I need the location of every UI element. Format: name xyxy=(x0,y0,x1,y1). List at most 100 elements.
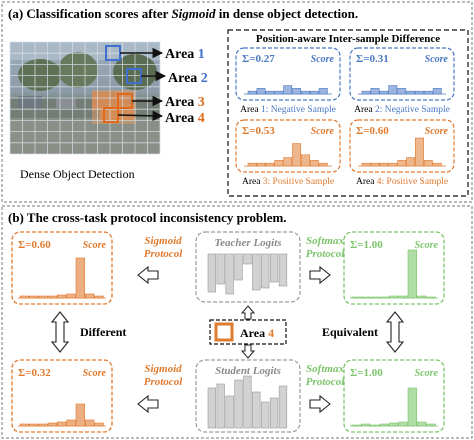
teacher-softmax-card-bar xyxy=(389,295,399,299)
teacher-sigmoid-card-sum: Σ=0.60 xyxy=(18,239,51,251)
student-logits-card-bar xyxy=(216,383,225,429)
area-2-caption: Area 2: Negative Sample xyxy=(354,105,450,115)
student-softmax-card-border xyxy=(343,359,445,433)
student-sigmoid-card-border xyxy=(11,359,113,433)
student-sigmoid-card-bar xyxy=(19,423,30,427)
teacher-logits-card-bar xyxy=(216,253,225,285)
student-sigmoid-card-bar xyxy=(66,419,76,427)
teacher-softmax-card-bar xyxy=(379,296,390,299)
area-1-bar xyxy=(265,90,275,95)
area-1-label: Area 1 xyxy=(165,47,205,62)
area-4-bar xyxy=(406,157,416,167)
area-2-bar xyxy=(388,85,398,95)
image-caption: Dense Object Detection xyxy=(20,167,135,181)
student-softmax-card-bar xyxy=(351,424,362,427)
area-3-label: Area 3 xyxy=(165,95,205,110)
teacher-sigmoid-card-bar xyxy=(94,295,104,299)
area-4-label: Area 4 xyxy=(165,111,205,126)
area-4-score-label: Score xyxy=(425,126,449,137)
area-2-bar xyxy=(415,90,424,95)
area-4-bar xyxy=(432,162,442,167)
panel-b-title: (b) The cross-task protocol inconsistenc… xyxy=(8,210,287,225)
student-logits-card-bar xyxy=(261,401,270,429)
teacher-logits-card-bar xyxy=(225,253,234,295)
teacher-softmax-card-bar xyxy=(426,296,436,299)
teacher-softmax-card-bar xyxy=(407,249,418,299)
equivalent-arrow xyxy=(385,311,405,353)
area-1-sum: Σ=0.27 xyxy=(242,53,275,65)
area-2-bar xyxy=(397,88,407,95)
student-softmax-card-bar xyxy=(370,424,380,427)
student-logits-card: Student Logits xyxy=(195,359,301,433)
area-1-bar xyxy=(247,90,257,95)
area-2-sum: Σ=0.31 xyxy=(356,53,389,65)
student-softmax-arrow xyxy=(309,394,331,414)
student-logits-card-bar xyxy=(234,379,243,429)
area-4-bar xyxy=(388,162,398,167)
teacher-sigmoid-card-bar xyxy=(38,295,48,299)
student-softmax-card-bar xyxy=(426,423,436,427)
teacher-sigmoid-card-score-label: Score xyxy=(83,240,107,251)
student-softmax-card-sum: Σ=1.00 xyxy=(350,367,383,379)
student-logits-card-border xyxy=(195,359,301,433)
different-arrow xyxy=(50,311,70,353)
area-2-card-border xyxy=(349,47,455,101)
area-1-bar xyxy=(274,90,284,95)
area-2-bar xyxy=(423,90,433,95)
area-4-bar xyxy=(397,160,407,167)
teacher-sigmoid-arrow xyxy=(137,265,159,285)
position-aware-frame xyxy=(227,29,469,197)
student-logits-card-label: Student Logits xyxy=(215,365,281,377)
area-1-bar xyxy=(318,88,328,95)
student-softmax-card-bar xyxy=(361,423,371,427)
teacher-logits-card: Teacher Logits xyxy=(195,231,301,303)
area-2-bar xyxy=(361,90,371,95)
area-3-card-border xyxy=(235,119,341,173)
area-3-bar xyxy=(265,162,275,167)
area-4-card-border xyxy=(349,119,455,173)
student-sigmoid-arrow xyxy=(137,394,159,414)
area-2-score-label: Score xyxy=(425,54,449,65)
area-1-bar xyxy=(301,90,310,95)
area-4-bar xyxy=(370,162,380,167)
student-sigmoid-card-sum: Σ=0.32 xyxy=(18,367,51,379)
student-softmax-card-bar xyxy=(389,422,399,427)
teacher-sigmoid-card-bar xyxy=(29,295,39,299)
student-sigmoid-card-score-label: Score xyxy=(83,368,107,379)
teacher-logits-card-bar xyxy=(243,253,252,265)
area-3-bar xyxy=(247,162,257,167)
area-3-caption: Area 3: Positive Sample xyxy=(242,177,334,187)
teacher-softmax-card-bar xyxy=(361,296,371,299)
student-logits-card-bar xyxy=(252,391,261,429)
student-softmax-card-bar xyxy=(417,421,427,427)
student-logits-card-bar xyxy=(243,375,252,429)
teacher-softmax-card-bar xyxy=(370,296,380,299)
teacher-sigmoid-card-bar xyxy=(66,293,76,299)
teacher-logits-card-bar xyxy=(261,253,270,289)
area-1-bar xyxy=(256,88,266,95)
area-4-bar xyxy=(361,162,371,167)
area-3-bar xyxy=(301,154,310,167)
area-1-card-border xyxy=(235,47,341,101)
area-3-bar xyxy=(318,162,328,167)
teacher-softmax-card-border xyxy=(343,231,445,305)
teacher-sigmoid-card-border xyxy=(11,231,113,305)
area-2-bar xyxy=(406,90,416,95)
student-sigmoid-card-bar xyxy=(57,421,67,427)
student-sigmoid-card-bar xyxy=(85,419,95,427)
teacher-logits-card-bar xyxy=(278,253,288,287)
student-logits-card-bar xyxy=(207,387,216,429)
teacher-logits-card-label: Teacher Logits xyxy=(214,237,281,249)
teacher-softmax-card-score-label: Score xyxy=(415,240,439,251)
area-2-label: Area 2 xyxy=(168,71,208,86)
student-softmax-card-bar xyxy=(407,387,418,427)
student-sigmoid-card-bar xyxy=(47,422,58,427)
